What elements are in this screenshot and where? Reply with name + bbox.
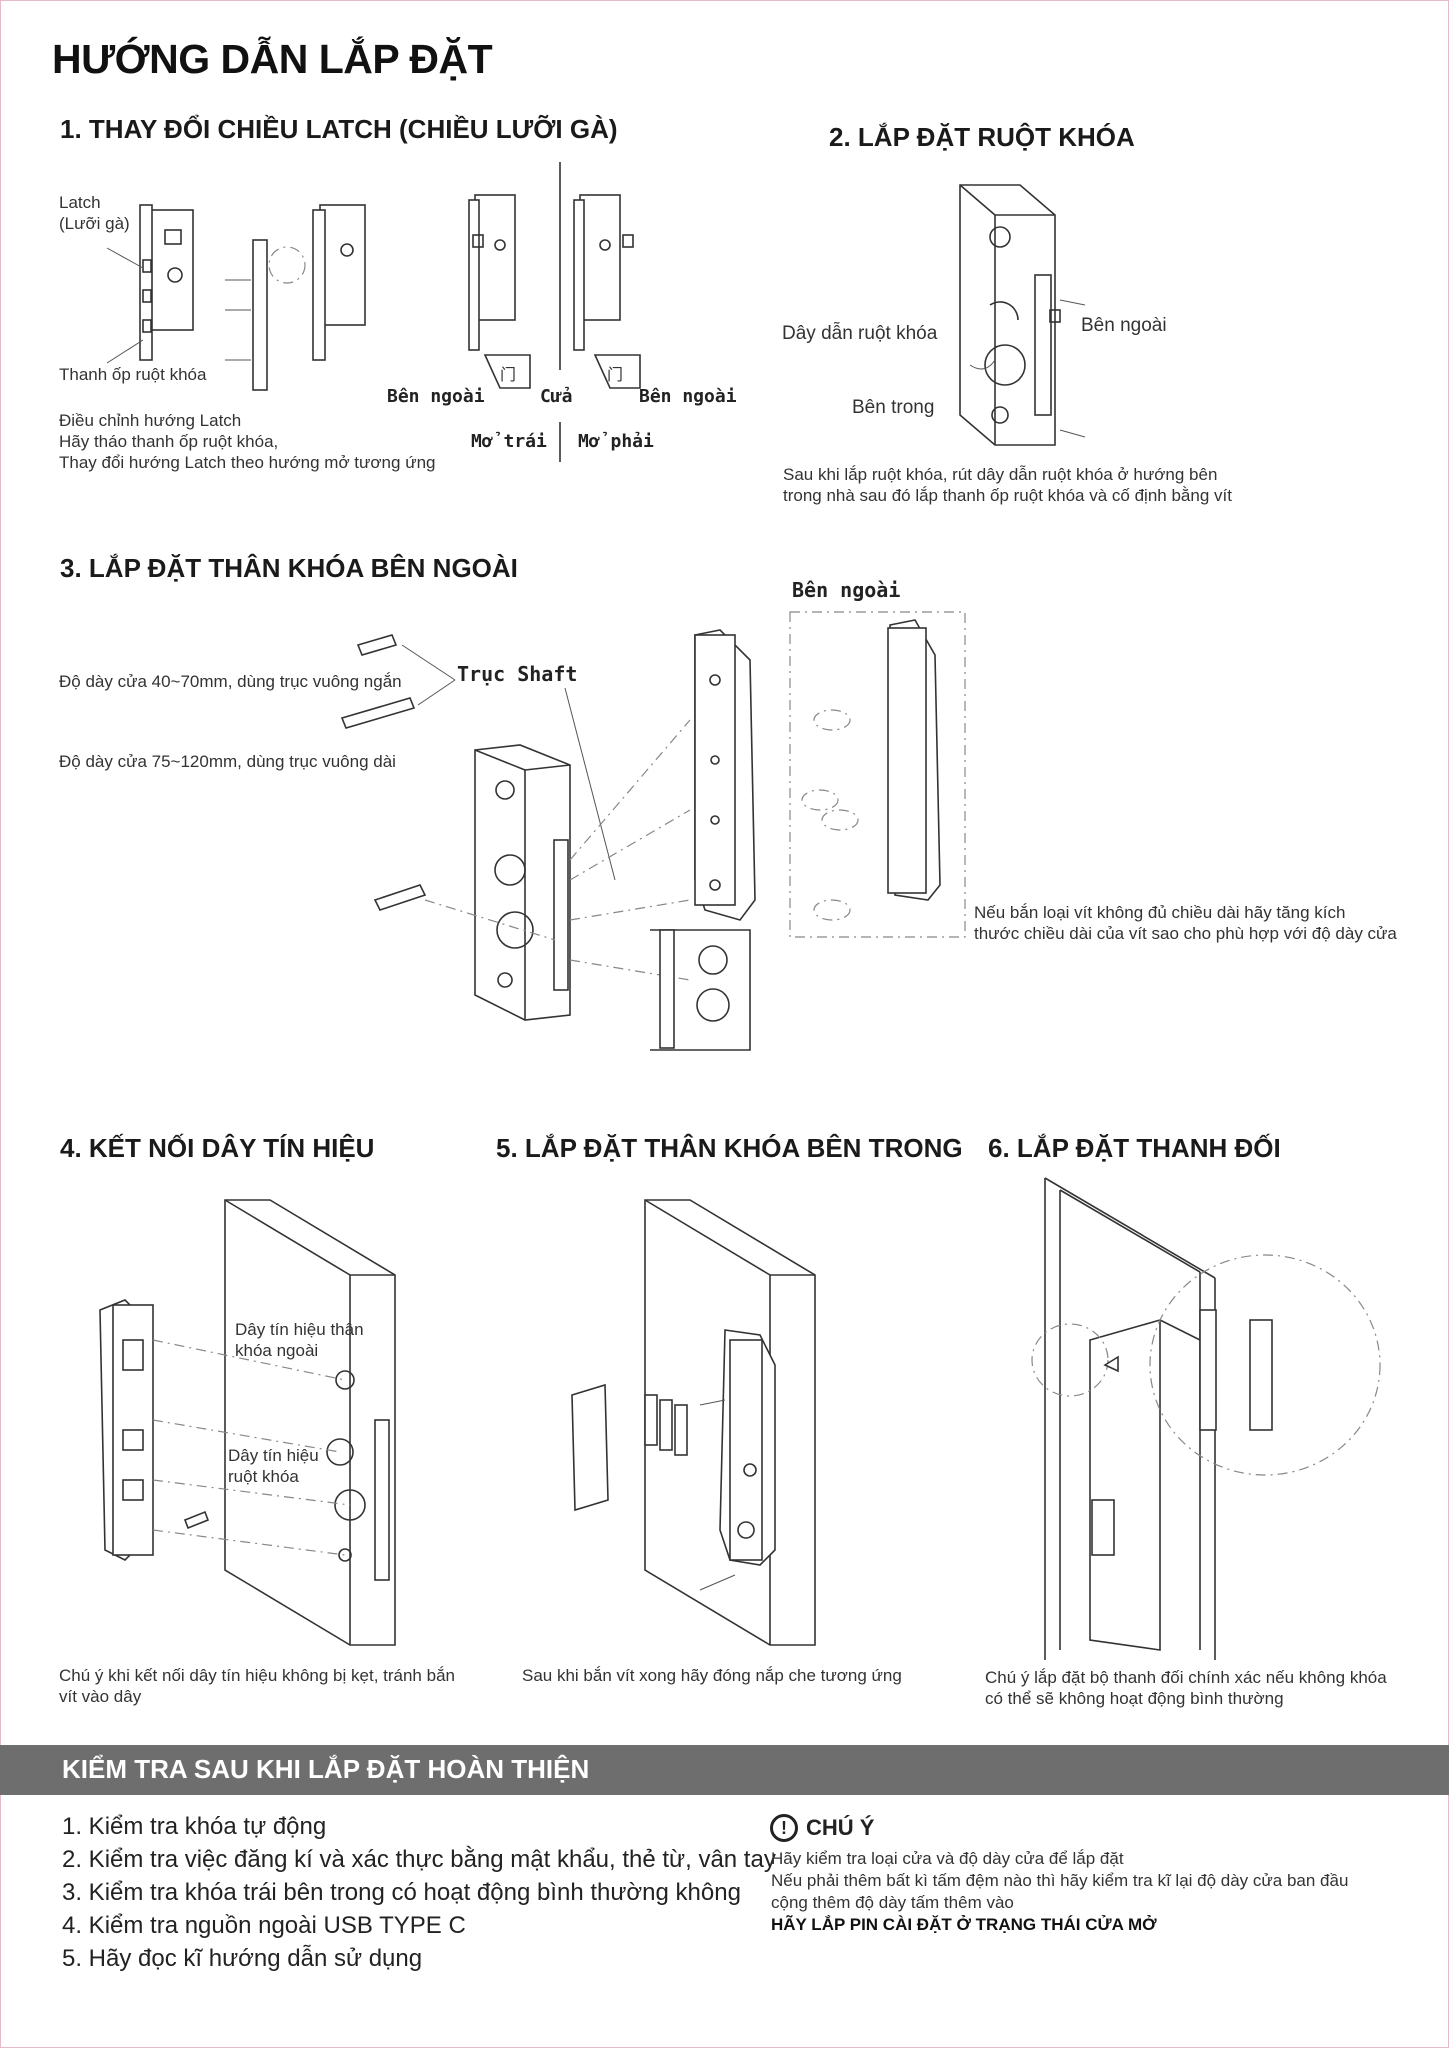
open-left-label: Mở trái [471, 431, 547, 452]
long-shaft-text: Độ dày cửa 75~120mm, dùng trục vuông dài [59, 752, 396, 771]
section-2-title: 2. LẮP ĐẶT RUỘT KHÓA [829, 122, 1135, 152]
cylinder-outside-label: Bên ngoài [1081, 315, 1167, 336]
latch-label: Latch (Lưỡi gà) [59, 193, 130, 233]
check-item: 4. Kiểm tra nguồn ngoài USB TYPE C [62, 1912, 466, 1939]
outside-left-label: Bên ngoài [387, 386, 485, 407]
page-title: HƯỚNG DẪN LẮP ĐẶT [52, 36, 493, 82]
outer-signal-label: Dây tín hiệu thân khóa ngoài [235, 1320, 364, 1360]
inner-body-note: Sau khi bắn vít xong hãy đóng nắp che tư… [522, 1666, 902, 1685]
notice-line: Hãy kiểm tra loại cửa và độ dày cửa để l… [771, 1849, 1124, 1868]
latch-diagram: 门 门 [106, 162, 641, 462]
latch-note: Điều chỉnh hướng Latch Hãy tháo thanh ốp… [59, 411, 436, 472]
svg-text:门: 门 [607, 365, 623, 384]
check-banner-title: KIỂM TRA SAU KHI LẮP ĐẶT HOÀN THIỆN [62, 1754, 590, 1784]
check-list: 1. Kiểm tra khóa tự động 2. Kiểm tra việ… [62, 1810, 776, 1975]
section-5-title: 5. LẮP ĐẶT THÂN KHÓA BÊN TRONG [496, 1133, 963, 1163]
warning-icon: ! [770, 1814, 798, 1842]
svg-text:门: 门 [500, 365, 516, 384]
outer-body-diagram [340, 611, 966, 1051]
cylinder-note: Sau khi lắp ruột khóa, rút dây dẫn ruột … [783, 465, 1232, 505]
cylinder-inside-label: Bên trong [852, 397, 935, 418]
notice-emphasis: HÃY LẮP PIN CÀI ĐẶT Ở TRẠNG THÁI CỬA MỞ [771, 1915, 1157, 1934]
signal-wire-diagram [99, 1199, 396, 1646]
inner-body-diagram [571, 1199, 816, 1646]
notice-line: cộng thêm độ dày tấm thêm vào [771, 1893, 1014, 1912]
cylinder-signal-label: Dây tín hiệu ruột khóa [228, 1446, 319, 1486]
cylinder-wire-label: Dây dẫn ruột khóa [782, 323, 938, 344]
section-4-title: 4. KẾT NỐI DÂY TÍN HIỆU [60, 1133, 375, 1163]
check-item: 1. Kiểm tra khóa tự động [62, 1813, 327, 1840]
shaft-label: Trục Shaft [457, 662, 578, 686]
signal-note: Chú ý khi kết nối dây tín hiệu không bị … [59, 1666, 455, 1706]
notice-body: Hãy kiểm tra loại cửa và độ dày cửa để l… [771, 1848, 1391, 1936]
open-right-label: Mở phải [578, 431, 654, 452]
check-banner [0, 1745, 1449, 1795]
section-6-title: 6. LẮP ĐẶT THANH ĐỐI [988, 1133, 1281, 1163]
check-item: 3. Kiểm tra khóa trái bên trong có hoạt … [62, 1879, 741, 1906]
short-shaft-text: Độ dày cửa 40~70mm, dùng trục vuông ngắn [59, 672, 402, 691]
check-item: 5. Hãy đọc kĩ hướng dẫn sử dụng [62, 1945, 423, 1972]
outer-outside-label: Bên ngoài [792, 578, 901, 602]
outside-right-label: Bên ngoài [639, 386, 737, 407]
notice-heading: CHÚ Ý [806, 1815, 875, 1840]
notice-header: ! CHÚ Ý [770, 1814, 874, 1842]
door-label: Cửa [540, 386, 573, 407]
screw-length-note: Nếu bắn loại vít không đủ chiều dài hãy … [974, 903, 1397, 943]
notice-line: Nếu phải thêm bất kì tấm đệm nào thì hãy… [771, 1871, 1349, 1890]
section-1-title: 1. THAY ĐỔI CHIỀU LATCH (CHIỀU LƯỠI GÀ) [60, 114, 618, 144]
strike-plate-diagram [1031, 1177, 1381, 1660]
check-item: 2. Kiểm tra việc đăng kí và xác thực bằn… [62, 1846, 776, 1873]
strike-plate-note: Chú ý lắp đặt bộ thanh đối chính xác nếu… [985, 1668, 1387, 1708]
cylinder-diagram [959, 184, 1086, 446]
section-3-title: 3. LẮP ĐẶT THÂN KHÓA BÊN NGOÀI [60, 553, 518, 583]
plate-label: Thanh ốp ruột khóa [59, 365, 207, 384]
